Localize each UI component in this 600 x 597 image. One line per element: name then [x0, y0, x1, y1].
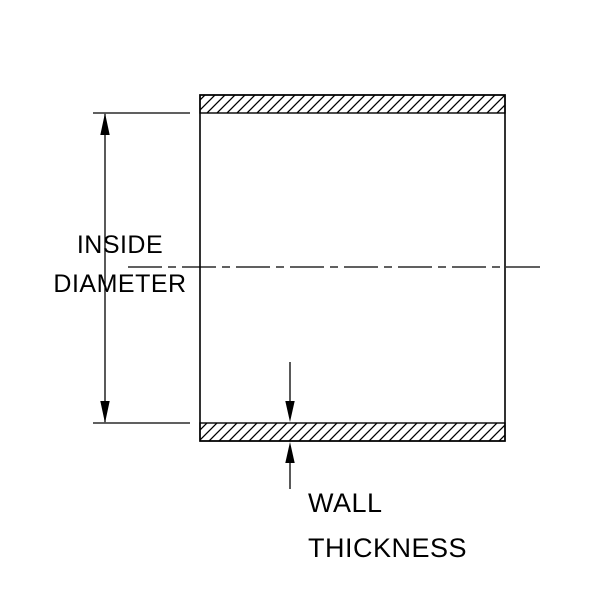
- arrow-down-icon: [100, 401, 110, 423]
- arrow-down-icon: [285, 401, 295, 422]
- inside-diameter-label-line2: DIAMETER: [53, 270, 186, 298]
- inside-diameter-label-line1: INSIDE: [77, 231, 163, 259]
- wall-thickness-label-line1: WALL: [308, 488, 383, 518]
- wall-thickness-label-line2: THICKNESS: [308, 533, 467, 563]
- arrow-up-icon: [100, 113, 110, 135]
- tube-top-wall-section: [199, 94, 506, 114]
- wall-thickness-callout: WALL THICKNESS: [285, 362, 467, 563]
- inside-diameter-dimension: INSIDE DIAMETER: [53, 112, 190, 424]
- tube-body-outline: [199, 94, 506, 442]
- tube-cross-section: [128, 94, 543, 442]
- arrow-up-icon: [285, 442, 295, 463]
- tube-bottom-wall-section: [199, 422, 506, 442]
